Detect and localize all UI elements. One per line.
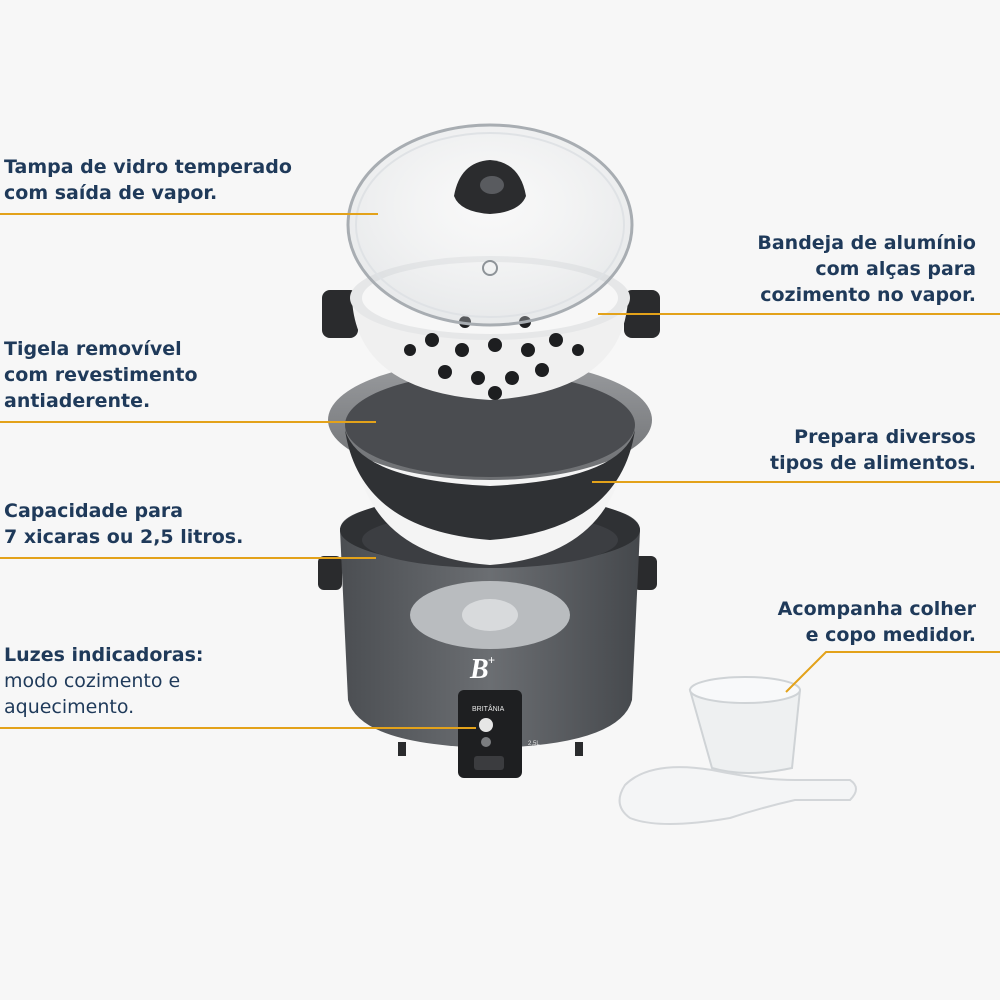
callout-tray: Bandeja de alumínio com alças para cozim…	[757, 232, 976, 306]
svg-text:+: +	[488, 653, 495, 667]
nonstick-bowl	[328, 360, 652, 565]
callout-bowl: Tigela removível com revestimento antiad…	[4, 338, 198, 412]
warm-indicator-light	[481, 737, 491, 747]
callout-lid: Tampa de vidro temperado com saída de va…	[4, 156, 292, 204]
control-panel	[458, 690, 522, 778]
cook-switch	[474, 756, 504, 770]
panel-brand-text: BRITÂNIA	[472, 704, 505, 713]
callout-capacity: Capacidade para 7 xicaras ou 2,5 litros.	[4, 500, 244, 548]
callout-accessories: Acompanha colher e copo medidor.	[777, 598, 976, 646]
glass-lid	[346, 123, 634, 327]
cook-indicator-light	[479, 718, 493, 732]
capacity-mark-text: 2,5L	[528, 741, 540, 747]
rice-spoon	[618, 766, 857, 825]
leader-accessories	[785, 651, 1000, 693]
callout-lights: Luzes indicadoras: modo cozimento e aque…	[4, 644, 204, 718]
leader-lines	[0, 213, 1000, 729]
measuring-cup	[688, 676, 802, 774]
steam-vent	[482, 260, 498, 276]
callout-foods: Prepara diversos tipos de alimentos.	[770, 426, 976, 474]
brand-logo: B	[469, 654, 489, 685]
